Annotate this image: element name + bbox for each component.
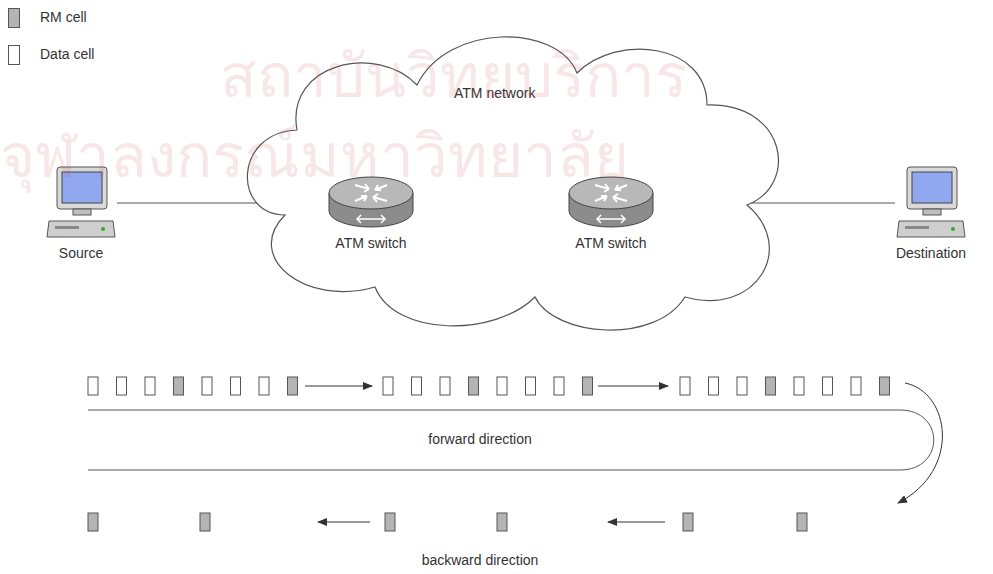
data-cell <box>737 377 747 395</box>
flow-arrow <box>598 386 668 387</box>
data-cell <box>709 377 719 395</box>
flow-arrow <box>608 522 665 523</box>
turnaround-arrow <box>898 383 942 503</box>
rm-cell <box>497 513 507 531</box>
data-cell <box>440 377 450 395</box>
rm-cell <box>469 377 479 395</box>
rm-cell <box>797 513 807 531</box>
drive-slot <box>905 226 929 229</box>
device-label: ATM switch <box>575 235 646 251</box>
switch-arrow <box>355 196 367 201</box>
data-cell <box>202 377 212 395</box>
flow-arrow <box>305 386 372 387</box>
data-cell <box>231 377 241 395</box>
rm-cell <box>880 377 890 395</box>
monitor-frame <box>907 167 957 209</box>
data-cell <box>851 377 861 395</box>
legend-swatch <box>8 8 20 28</box>
data-cell <box>88 377 98 395</box>
monitor-screen <box>912 172 952 203</box>
switch-front-arrows <box>357 215 385 223</box>
computer-base <box>897 221 965 237</box>
watermark: สถาบันวิทยบริการ <box>220 28 687 123</box>
data-cell <box>145 377 155 395</box>
direction-loop <box>88 410 934 470</box>
legend-swatch <box>8 45 20 65</box>
legend-text: Data cell <box>40 46 94 62</box>
data-cell <box>680 377 690 395</box>
data-cell <box>497 377 507 395</box>
rm-cell <box>88 513 98 531</box>
rm-cell <box>583 377 593 395</box>
rm-cell <box>200 513 210 531</box>
rm-cell <box>766 377 776 395</box>
switch-front-arrows <box>597 215 625 223</box>
data-cell <box>117 377 127 395</box>
computer-icon <box>895 165 967 241</box>
device-label: ATM switch <box>335 235 406 251</box>
computer-node: Destination <box>895 165 967 261</box>
switch-arrow <box>613 194 627 202</box>
monitor-stand <box>73 209 91 215</box>
watermark: จุฬาลงกรณ์มหาวิทยาลัย <box>0 108 629 203</box>
power-led <box>101 227 105 231</box>
device-label: Source <box>59 245 103 261</box>
flow-arrow <box>318 522 370 523</box>
direction-label: forward direction <box>425 431 535 447</box>
monitor-stand <box>923 209 941 215</box>
drive-slot <box>55 226 79 229</box>
rm-cell <box>288 377 298 395</box>
device-label: Destination <box>896 245 966 261</box>
switch-arrow <box>373 194 387 202</box>
data-cell <box>412 377 422 395</box>
direction-label: backward direction <box>419 552 542 568</box>
legend-text: RM cell <box>40 9 87 25</box>
data-cell <box>823 377 833 395</box>
data-cell <box>526 377 536 395</box>
rm-cell <box>174 377 184 395</box>
switch-arrow <box>595 196 607 201</box>
cell-row <box>88 377 890 531</box>
power-led <box>951 227 955 231</box>
data-cell <box>794 377 804 395</box>
data-cell <box>259 377 269 395</box>
rm-cell <box>683 513 693 531</box>
data-cell <box>554 377 564 395</box>
data-cell <box>383 377 393 395</box>
rm-cell <box>385 513 395 531</box>
computer-base <box>47 221 115 237</box>
